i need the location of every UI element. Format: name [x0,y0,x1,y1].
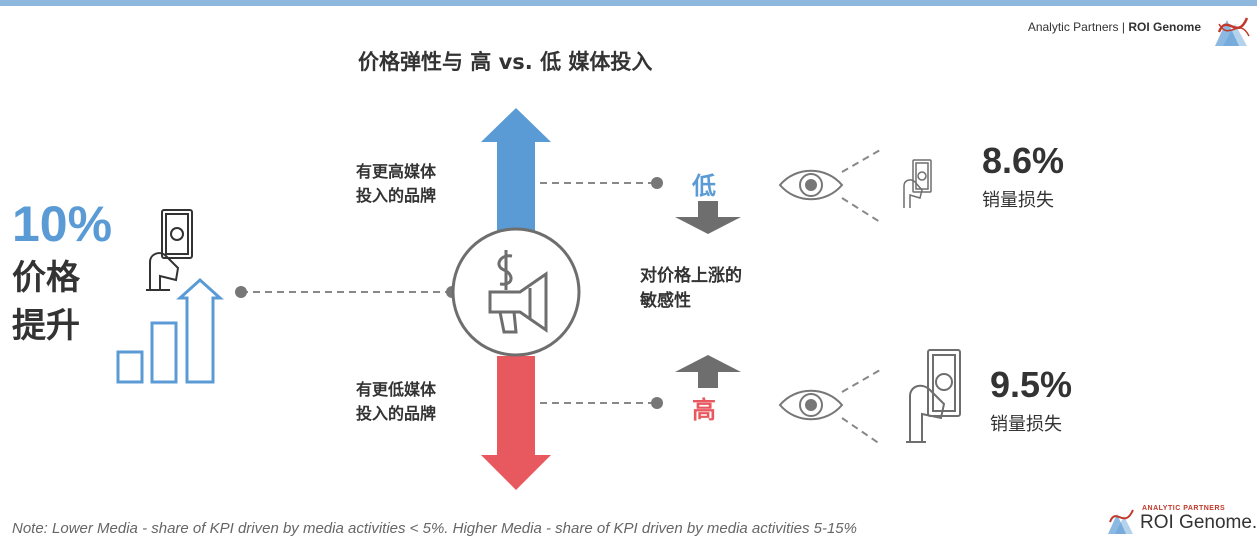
top-sight-line-upper [841,149,881,173]
page-title: 价格弹性与 高 vs. 低 媒体投入 [358,50,653,74]
high-media-sales-loss-percent: 8.6% [982,140,1065,181]
high-media-sales-loss-label: 销量损失 [982,190,1054,211]
low-media-brand-line1: 有更低媒体 [356,380,437,399]
header-brand: Analytic Partners | ROI Genome [1028,20,1201,34]
header-brand-company: Analytic Partners | [1027,20,1129,34]
low-media-connector-dot [651,397,663,409]
bar-chart-icon [116,277,224,384]
low-sensitivity-label: 低 [692,172,716,200]
high-media-up-arrow [481,108,551,232]
eye-icon [778,389,844,421]
footer-brand-logo: ANALYTIC PARTNERS ROI Genome. [1106,505,1257,537]
top-accent-bar [0,0,1257,6]
high-media-brand-label: 有更高媒体 投入的品牌 [356,160,436,208]
low-media-sales-loss-label: 销量损失 [990,414,1062,435]
high-media-connector-dot [651,177,663,189]
sensitivity-caption-line1: 对价格上涨的 [640,266,742,286]
header-brand-product: ROI Genome [1128,20,1201,34]
dollar-megaphone-icon [488,250,548,334]
bottom-sight-line-upper [841,369,881,393]
low-media-sales-loss-percent: 9.5% [990,364,1073,405]
left-connector-dot [235,286,247,298]
low-media-down-arrow [481,356,551,490]
sensitivity-caption-line2: 敏感性 [640,291,691,311]
top-sight-line-lower [841,197,881,223]
high-sensitivity-label: 高 [692,396,716,424]
low-media-brand-label: 有更低媒体 投入的品牌 [356,378,436,426]
footer-brand-product: ROI Genome. [1140,512,1257,533]
footer-brand-company: ANALYTIC PARTNERS [1142,505,1226,512]
price-increase-percent: 10% [12,196,113,252]
high-media-brand-line2: 投入的品牌 [356,186,437,205]
eye-icon [778,169,844,201]
low-media-brand-line2: 投入的品牌 [356,404,437,423]
hand-money-icon [146,209,193,291]
hand-money-icon [903,159,932,208]
dna-logo-icon [1108,509,1134,534]
bottom-sight-line-lower [841,417,881,445]
high-media-brand-line1: 有更高媒体 [356,162,437,181]
sensitivity-caption: 对价格上涨的 敏感性 [640,264,742,314]
dna-logo-icon [1215,17,1250,46]
price-increase-label-line2: 提升 [12,306,80,346]
hand-money-icon [906,349,961,443]
up-arrow-icon [675,355,741,388]
price-increase-label-line1: 价格 [12,258,80,298]
down-arrow-icon [675,201,741,234]
footnote: Note: Lower Media - share of KPI driven … [12,520,857,537]
